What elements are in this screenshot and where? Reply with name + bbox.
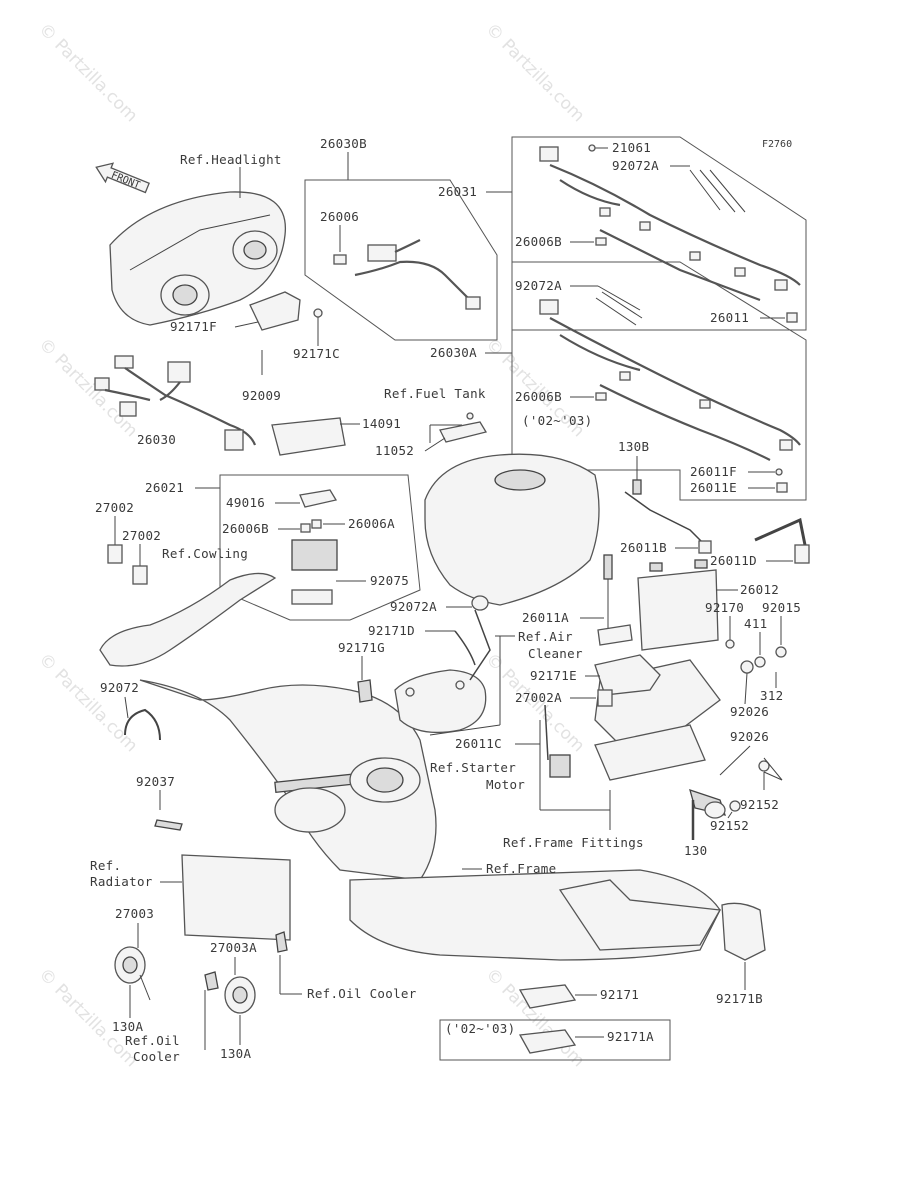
label-49016: 49016 <box>226 495 265 510</box>
watermark-1: © Partzilla.com <box>34 19 141 126</box>
label-ref-oil-cooler2-1: Ref.Oil <box>125 1033 180 1048</box>
label-26011: 26011 <box>710 310 749 325</box>
label-27003: 27003 <box>115 906 154 921</box>
label-years-low: ('02~'03) <box>445 1021 515 1036</box>
label-92026-a: 92026 <box>730 704 769 719</box>
pad-92171B <box>721 902 766 961</box>
air-cleaner-lid <box>394 669 487 734</box>
label-26030A: 26030A <box>430 345 477 360</box>
label-26030: 26030 <box>137 432 176 447</box>
label-ref-frame: Ref.Frame <box>486 861 556 876</box>
label-26006B-mid: 26006B <box>515 389 562 404</box>
label-26011B: 26011B <box>620 540 667 555</box>
label-26006: 26006 <box>320 209 359 224</box>
label-130A-a: 130A <box>112 1019 143 1034</box>
label-130: 130 <box>684 843 707 858</box>
harness-26030a <box>539 285 801 461</box>
label-312: 312 <box>760 688 783 703</box>
label-130A-b: 130A <box>220 1046 251 1061</box>
label-92171F: 92171F <box>170 319 217 334</box>
label-92171B: 92171B <box>716 991 763 1006</box>
harness-26030 <box>94 355 257 451</box>
label-92171D: 92171D <box>368 623 415 638</box>
label-411: 411 <box>744 616 767 631</box>
label-92072A-low: 92072A <box>390 599 437 614</box>
label-26031: 26031 <box>438 184 477 199</box>
label-27003A: 27003A <box>210 940 257 955</box>
label-92015: 92015 <box>762 600 801 615</box>
label-26030B: 26030B <box>320 136 367 151</box>
label-92009: 92009 <box>242 388 281 403</box>
harness-26030b <box>354 239 481 310</box>
label-27002-b: 27002 <box>122 528 161 543</box>
label-27002A: 27002A <box>515 690 562 705</box>
fuel-tank <box>424 453 600 606</box>
label-92170: 92170 <box>705 600 744 615</box>
label-26011F: 26011F <box>690 464 737 479</box>
label-ref-air-2: Cleaner <box>528 646 583 661</box>
label-26006A: 26006A <box>348 516 395 531</box>
label-92171G: 92171G <box>338 640 385 655</box>
label-ref-air-1: Ref.Air <box>518 629 573 644</box>
label-92075: 92075 <box>370 573 409 588</box>
label-26011D: 26011D <box>710 553 757 568</box>
label-92026-b: 92026 <box>730 729 769 744</box>
label-92072: 92072 <box>100 680 139 695</box>
figure-code: F2760 <box>762 139 792 150</box>
label-130B: 130B <box>618 439 649 454</box>
label-92152-b: 92152 <box>710 818 749 833</box>
battery-26012 <box>637 569 719 651</box>
label-ref-radiator-2: Radiator <box>90 874 153 889</box>
part-11052 <box>439 421 488 443</box>
label-ref-fuel-tank: Ref.Fuel Tank <box>384 386 486 401</box>
label-21061: 21061 <box>612 140 651 155</box>
watermark-8: © Partzilla.com <box>481 964 588 1071</box>
label-ref-oil-cooler: Ref.Oil Cooler <box>307 986 417 1001</box>
label-26006B-low: 26006B <box>222 521 269 536</box>
label-92171C: 92171C <box>293 346 340 361</box>
watermark-2: © Partzilla.com <box>481 19 588 126</box>
label-ref-headlight: Ref.Headlight <box>180 152 282 167</box>
front-arrow-icon: FRONT <box>95 162 150 194</box>
radiator <box>181 854 291 941</box>
bracket-92171f <box>249 291 301 331</box>
label-ref-cowling: Ref.Cowling <box>162 546 248 561</box>
pad-92171A <box>518 1029 577 1054</box>
label-92171A: 92171A <box>607 1029 654 1044</box>
headlight-assembly <box>109 191 286 326</box>
label-ref-starter-2: Motor <box>486 777 525 792</box>
label-11052: 11052 <box>375 443 414 458</box>
part-92171E <box>594 654 661 696</box>
label-26011A: 26011A <box>522 610 569 625</box>
label-14091: 14091 <box>362 416 401 431</box>
watermark-3: © Partzilla.com <box>34 334 141 441</box>
label-92037: 92037 <box>136 774 175 789</box>
label-ref-oil-cooler2-2: Cooler <box>133 1049 180 1064</box>
label-years-mid: ('02~'03) <box>522 413 592 428</box>
label-26021: 26021 <box>145 480 184 495</box>
label-26011C: 26011C <box>455 736 502 751</box>
harness-26031 <box>539 146 801 302</box>
label-92171E: 92171E <box>530 668 577 683</box>
label-26006B-top: 26006B <box>515 234 562 249</box>
part-ecu <box>291 539 338 571</box>
label-ref-frame-fittings: Ref.Frame Fittings <box>503 835 644 850</box>
label-92072A-top: 92072A <box>612 158 659 173</box>
label-ref-starter-1: Ref.Starter <box>430 760 516 775</box>
part-14091 <box>271 417 346 456</box>
pad-92171 <box>518 984 577 1009</box>
frame-front <box>139 679 437 881</box>
label-27002-a: 27002 <box>95 500 134 515</box>
label-ref-radiator-1: Ref. <box>90 858 121 873</box>
label-26011E: 26011E <box>690 480 737 495</box>
cowling-bracket <box>99 572 277 667</box>
label-92171: 92171 <box>600 987 639 1002</box>
label-26012: 26012 <box>740 582 779 597</box>
label-92152-a: 92152 <box>740 797 779 812</box>
starter-relay <box>549 754 571 778</box>
label-92072A-mid: 92072A <box>515 278 562 293</box>
